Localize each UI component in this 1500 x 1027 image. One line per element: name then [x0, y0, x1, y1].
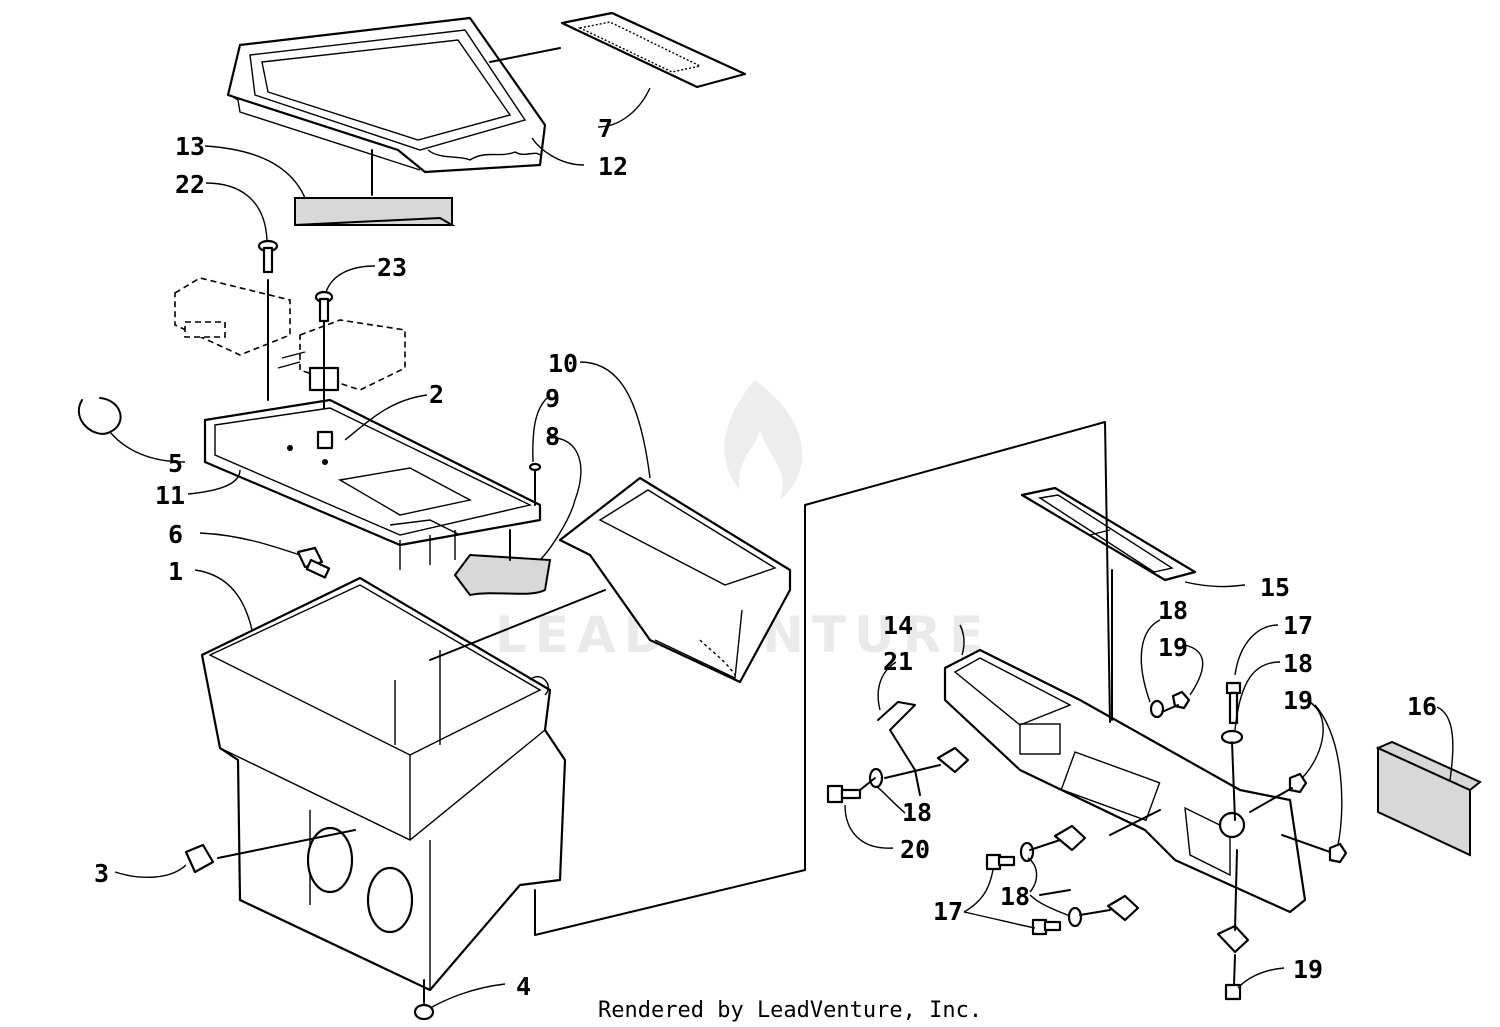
- part-screw-9: [528, 462, 542, 506]
- callout-18-left: 18: [902, 798, 932, 827]
- part-filter-foam-16: [1375, 740, 1482, 857]
- callout-17-upper: 17: [1283, 611, 1313, 640]
- callout-22: 22: [175, 170, 205, 199]
- part-intake-boot: [558, 476, 792, 684]
- part-screw-23: [314, 290, 334, 323]
- part-fasteners: [826, 681, 1348, 1001]
- part-base-plate: [203, 398, 542, 570]
- part-airbox-lid: [226, 16, 547, 174]
- part-grommet: [413, 1003, 435, 1021]
- callout-leaders: [109, 87, 1454, 1009]
- callout-17-lower: 17: [933, 897, 963, 926]
- callout-14: 14: [883, 611, 913, 640]
- callout-19-upper: 19: [1158, 633, 1188, 662]
- callout-21: 21: [883, 647, 913, 676]
- callout-9: 9: [545, 384, 560, 413]
- callout-7: 7: [598, 114, 613, 143]
- part-clip: [184, 843, 215, 874]
- footer-credit: Rendered by LeadVenture, Inc.: [598, 998, 982, 1023]
- leader-lines: [217, 47, 1331, 1004]
- callout-16: 16: [1407, 692, 1437, 721]
- callout-labels: 1 2 3 4 5 6 7 8 9 10 11 12 13 14 15 16 1…: [94, 114, 1437, 1001]
- part-clamp: [77, 397, 122, 435]
- callout-5: 5: [168, 449, 183, 478]
- callout-12: 12: [598, 152, 628, 181]
- callout-2: 2: [429, 380, 444, 409]
- part-bolt-6: [296, 546, 331, 579]
- part-gasket-15: [1020, 486, 1197, 582]
- part-grommet-plates: [936, 746, 1250, 954]
- callout-11: 11: [155, 481, 185, 510]
- callout-1: 1: [168, 557, 183, 586]
- callout-6: 6: [168, 520, 183, 549]
- callout-18-upper: 18: [1158, 596, 1188, 625]
- part-airbox-body: [200, 576, 567, 992]
- callout-19-lower: 19: [1293, 955, 1323, 984]
- callout-20: 20: [900, 835, 930, 864]
- callout-13: 13: [175, 132, 205, 161]
- callout-3: 3: [94, 859, 109, 888]
- part-wire: [877, 701, 921, 796]
- callout-15: 15: [1260, 573, 1290, 602]
- part-intake-duct: [943, 648, 1307, 914]
- callout-8: 8: [545, 422, 560, 451]
- flame-logo-icon: [724, 380, 803, 500]
- callout-23: 23: [377, 253, 407, 282]
- callout-10: 10: [548, 349, 578, 378]
- part-electrical-components: [174, 277, 406, 392]
- callout-18-right: 18: [1283, 649, 1313, 678]
- part-foam-gasket: [453, 553, 552, 597]
- callout-4: 4: [516, 972, 531, 1001]
- callout-19-right: 19: [1283, 686, 1313, 715]
- part-decal: [560, 11, 747, 89]
- callout-18-lower: 18: [1000, 882, 1030, 911]
- part-screw-22: [257, 239, 279, 274]
- part-filter-foam: [294, 197, 456, 226]
